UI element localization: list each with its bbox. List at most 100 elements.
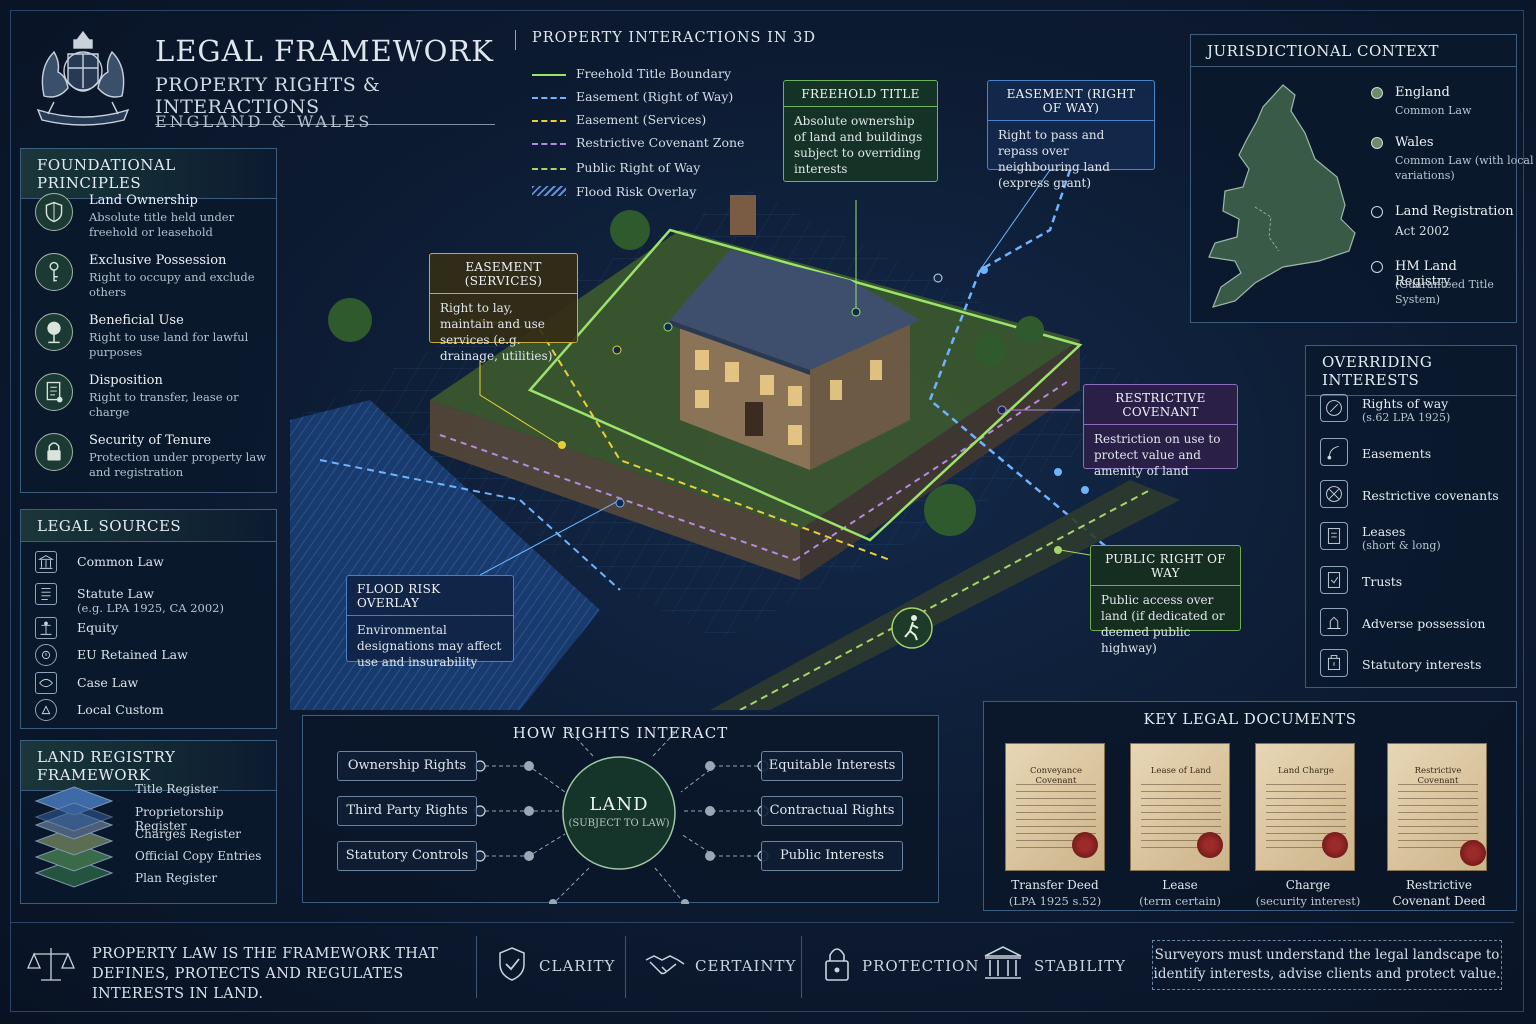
jurisdiction-name: Land Registration bbox=[1395, 204, 1514, 219]
callout-easement-services: EASEMENT (SERVICES) Right to lay, mainta… bbox=[429, 253, 578, 363]
value-clarity: CLARITY bbox=[539, 957, 616, 975]
interest-easements: Easements bbox=[1320, 438, 1520, 472]
document-restrictive-covenant: Restrictive Covenant bbox=[1387, 743, 1487, 871]
document-lease: Lease of Land bbox=[1130, 743, 1230, 871]
source-sub: (e.g. LPA 1925, CA 2002) bbox=[77, 601, 224, 615]
registry-item: Charges Register bbox=[135, 827, 242, 841]
interact-connectors bbox=[474, 725, 769, 904]
principle-security-of-tenure: Security of Tenure Protection under prop… bbox=[35, 433, 275, 489]
document-sub: (security interest) bbox=[1255, 894, 1361, 908]
callout-title: FREEHOLD TITLE bbox=[784, 81, 937, 107]
document-heading: Conveyance Covenant bbox=[1029, 766, 1083, 786]
legend-easement-services: Easement (Services) bbox=[532, 111, 772, 131]
bullet-dot bbox=[1371, 137, 1383, 149]
legal-sources-title: LEGAL SOURCES bbox=[21, 510, 276, 542]
callout-restrictive-covenant: RESTRICTIVE COVENANT Restriction on use … bbox=[1083, 384, 1238, 478]
legend-swatch bbox=[532, 120, 566, 122]
principle-name: Disposition bbox=[89, 373, 163, 388]
courthouse-icon bbox=[35, 551, 57, 573]
covenant-line bbox=[439, 434, 796, 561]
source-label: Equity bbox=[77, 620, 119, 635]
shield-icon bbox=[35, 193, 73, 231]
interest-name: Rights of way bbox=[1362, 396, 1449, 411]
principle-exclusive-possession: Exclusive Possession Right to occupy and… bbox=[35, 253, 275, 309]
possession-icon bbox=[1320, 608, 1348, 636]
interest-name: Easements bbox=[1362, 446, 1432, 461]
trust-icon bbox=[1320, 566, 1348, 594]
legend-label: Flood Risk Overlay bbox=[576, 184, 697, 199]
principle-desc: Right to transfer, lease or charge bbox=[89, 390, 239, 419]
legend-swatch bbox=[532, 168, 566, 170]
right-of-way-path bbox=[928, 170, 1111, 551]
shield-check-icon bbox=[499, 947, 525, 981]
interest-sub: (s.62 LPA 1925) bbox=[1362, 411, 1451, 424]
principle-desc: Right to use land for lawful purposes bbox=[89, 330, 249, 359]
legend-public-row: Public Right of Way bbox=[532, 159, 772, 179]
jurisdiction-title: JURISDICTIONAL CONTEXT bbox=[1191, 35, 1516, 67]
registry-item: Proprietorship Register bbox=[135, 805, 224, 833]
statute-document-icon bbox=[35, 583, 57, 605]
house-illustration bbox=[670, 195, 920, 470]
handshake-icon bbox=[645, 955, 685, 975]
principle-name: Land Ownership bbox=[89, 193, 198, 208]
source-label: Common Law bbox=[77, 554, 164, 569]
interest-name: Leases bbox=[1362, 524, 1406, 539]
legend-restrictive: Restrictive Covenant Zone bbox=[532, 134, 772, 154]
source-equity: Equity bbox=[35, 616, 275, 640]
contractual-rights-box: Contractual Rights bbox=[761, 796, 903, 826]
interest-name: Restrictive covenants bbox=[1362, 488, 1499, 503]
document-label-charge: Charge (security interest) bbox=[1243, 877, 1373, 909]
scales-of-justice-icon bbox=[27, 948, 75, 981]
jurisdiction-desc: (Guaranteed Title System) bbox=[1395, 278, 1494, 306]
walker-icon bbox=[891, 607, 933, 649]
bullet-dot bbox=[1371, 261, 1383, 273]
document-label: Restrictive bbox=[1406, 878, 1472, 892]
callout-title: EASEMENT (SERVICES) bbox=[430, 254, 577, 294]
legend-swatch bbox=[532, 97, 566, 99]
legend-label: Easement (Services) bbox=[576, 112, 707, 127]
document-heading: Restrictive Covenant bbox=[1414, 766, 1462, 786]
legend-label: Freehold Title Boundary bbox=[576, 66, 732, 81]
footer-divider bbox=[625, 936, 626, 998]
page-title: LEGAL FRAMEWORK bbox=[155, 34, 494, 68]
source-label: Local Custom bbox=[77, 702, 164, 717]
principle-desc: Right to occupy and exclude others bbox=[89, 270, 255, 299]
surveyor-note: Surveyors must understand the legal land… bbox=[1152, 940, 1502, 990]
callout-flood-risk: FLOOD RISK OVERLAY Environmental designa… bbox=[346, 575, 514, 669]
legend-label: Public Right of Way bbox=[576, 160, 701, 175]
restriction-icon bbox=[1320, 480, 1348, 508]
jurisdiction-desc: Act 2002 bbox=[1395, 224, 1450, 238]
principle-land-ownership: Land Ownership Absolute title held under… bbox=[35, 193, 275, 249]
foundational-principles-title: FOUNDATIONAL PRINCIPLES bbox=[21, 149, 276, 199]
value-stability: STABILITY bbox=[1034, 957, 1127, 975]
plot-side-left bbox=[430, 400, 800, 580]
interest-name: Trusts bbox=[1362, 574, 1403, 589]
legend-swatch bbox=[532, 74, 566, 76]
source-label: Statute Law bbox=[77, 586, 154, 601]
jurisdiction-desc: Common Law (with local variations) bbox=[1395, 154, 1534, 182]
document-label-lease: Lease (term certain) bbox=[1115, 877, 1245, 909]
equitable-interests-box: Equitable Interests bbox=[761, 751, 903, 781]
value-certainty: CERTAINTY bbox=[695, 957, 797, 975]
legend-label: Easement (Right of Way) bbox=[576, 89, 734, 104]
easement-icon bbox=[1320, 438, 1348, 466]
jurisdiction-name: HM Land Registry bbox=[1395, 259, 1457, 289]
document-label-transfer: Transfer Deed (LPA 1925 s.52) bbox=[990, 877, 1120, 909]
document-heading: Lease of Land bbox=[1150, 766, 1212, 776]
footer-statement: PROPERTY LAW IS THE FRAMEWORK THAT DEFIN… bbox=[92, 946, 439, 1002]
interest-name: Adverse possession bbox=[1362, 616, 1486, 631]
statutory-controls-box: Statutory Controls bbox=[337, 841, 477, 871]
lease-icon bbox=[1320, 522, 1348, 550]
freehold-boundary bbox=[527, 228, 1083, 542]
interest-statutory: Statutory interests bbox=[1320, 649, 1520, 683]
interest-rights-of-way: Rights of way (s.62 LPA 1925) bbox=[1320, 394, 1520, 428]
land-circle bbox=[562, 756, 676, 870]
principle-desc: Protection under property law and regist… bbox=[89, 450, 267, 479]
source-label: EU Retained Law bbox=[77, 647, 188, 662]
callout-public-right-of-way: PUBLIC RIGHT OF WAY Public access over l… bbox=[1090, 545, 1241, 655]
overriding-interests-title: OVERRIDING INTERESTS bbox=[1306, 346, 1516, 396]
tree-icon bbox=[35, 313, 73, 351]
legend-freehold: Freehold Title Boundary bbox=[532, 65, 772, 85]
key-documents-title: KEY LEGAL DOCUMENTS bbox=[1143, 710, 1357, 728]
padlock-icon bbox=[825, 948, 849, 981]
